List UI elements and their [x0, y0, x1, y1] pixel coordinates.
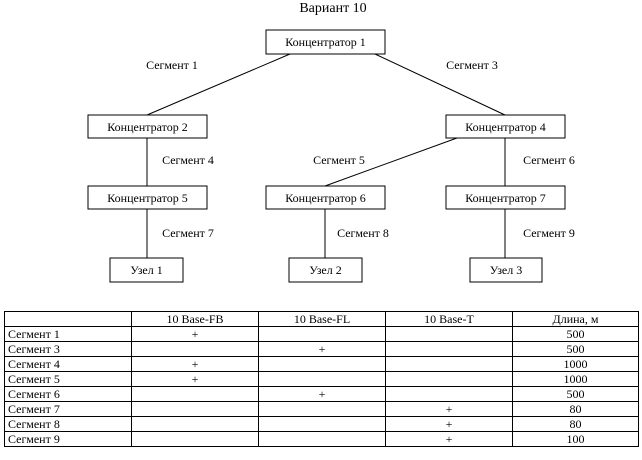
node-3: Узел 3: [469, 257, 543, 283]
table-row: Сегмент 3 + 500: [4, 341, 639, 357]
edge-hub1-hub4: [374, 53, 506, 116]
segment-name-cell: Сегмент 8: [4, 416, 132, 432]
hub-2-label: Концентратор 2: [107, 120, 188, 134]
table-row: Сегмент 8 + 80: [4, 416, 639, 432]
table-header-row: 10 Base-FB 10 Base-FL 10 Base-T Длина, м: [4, 311, 639, 327]
segment-label-4: Сегмент 4: [162, 153, 214, 167]
segment-name-cell: Сегмент 1: [4, 326, 132, 342]
node-2: Узел 2: [288, 257, 363, 283]
table-cell: [258, 326, 386, 342]
edge-hub4-hub6: [324, 137, 458, 187]
segment-label-8: Сегмент 8: [337, 226, 389, 240]
table-cell: [258, 371, 386, 387]
table-cell: +: [131, 371, 259, 387]
length-cell: 1000: [512, 356, 639, 372]
table-cell: [385, 341, 513, 357]
table-row: Сегмент 5 + 1000: [4, 371, 639, 387]
diagram-title: Вариант 10: [299, 1, 366, 16]
segment-name-cell: Сегмент 7: [4, 401, 132, 417]
hub-7: Концентратор 7: [445, 185, 566, 210]
node-2-label: Узел 2: [309, 263, 342, 277]
hub-7-label: Концентратор 7: [465, 191, 546, 205]
length-cell: 80: [512, 401, 639, 417]
table-cell: +: [258, 386, 386, 402]
segment-label-5: Сегмент 5: [313, 153, 365, 167]
table-cell: [385, 386, 513, 402]
segment-name-cell: Сегмент 9: [4, 431, 132, 447]
segment-name-cell: Сегмент 5: [4, 371, 132, 387]
table-cell: +: [258, 341, 386, 357]
node-1: Узел 1: [109, 257, 184, 283]
segment-label-6: Сегмент 6: [523, 153, 575, 167]
hub-4-label: Концентратор 4: [465, 120, 546, 134]
network-diagram: Вариант 10 Сегмент 1 Сегмент 3 Сегмент 4…: [87, 1, 575, 283]
table-cell: [258, 416, 386, 432]
table-header-cell: Длина, м: [512, 311, 639, 327]
segment-spec-table: 10 Base-FB 10 Base-FL 10 Base-T Длина, м…: [4, 311, 639, 447]
length-cell: 100: [512, 431, 639, 447]
edge-hub1-hub2: [146, 53, 291, 116]
table-cell: [131, 431, 259, 447]
hub-1-label: Концентратор 1: [285, 35, 366, 49]
length-cell: 500: [512, 341, 639, 357]
table-cell: [258, 356, 386, 372]
hub-6: Концентратор 6: [265, 185, 386, 210]
length-cell: 500: [512, 386, 639, 402]
table-cell: +: [385, 431, 513, 447]
table-cell: [385, 356, 513, 372]
hub-5-label: Концентратор 5: [107, 191, 188, 205]
segment-label-3: Сегмент 3: [446, 58, 498, 72]
table-row: Сегмент 6 + 500: [4, 386, 639, 402]
length-cell: 1000: [512, 371, 639, 387]
table-cell: +: [131, 356, 259, 372]
length-cell: 80: [512, 416, 639, 432]
segment-name-cell: Сегмент 4: [4, 356, 132, 372]
hub-6-label: Концентратор 6: [285, 191, 366, 205]
table-cell: [131, 416, 259, 432]
table-cell: [385, 371, 513, 387]
table-cell: [385, 326, 513, 342]
table-cell: +: [385, 401, 513, 417]
table-cell: +: [131, 326, 259, 342]
table-row: Сегмент 7 + 80: [4, 401, 639, 417]
length-cell: 500: [512, 326, 639, 342]
segment-name-cell: Сегмент 6: [4, 386, 132, 402]
table-header-cell: [4, 311, 132, 327]
table-header-cell: 10 Base-FB: [131, 311, 259, 327]
table-cell: [131, 341, 259, 357]
segment-name-cell: Сегмент 3: [4, 341, 132, 357]
hub-4: Концентратор 4: [445, 114, 566, 139]
hub-2: Концентратор 2: [87, 114, 208, 139]
table-cell: [131, 401, 259, 417]
table-header-cell: 10 Base-T: [385, 311, 513, 327]
hub-5: Концентратор 5: [87, 185, 208, 210]
segment-label-1: Сегмент 1: [146, 58, 198, 72]
table-row: Сегмент 9 + 100: [4, 431, 639, 447]
table-row: Сегмент 4 + 1000: [4, 356, 639, 372]
table-cell: +: [385, 416, 513, 432]
table-row: Сегмент 1 + 500: [4, 326, 639, 342]
table-cell: [131, 386, 259, 402]
table-header-cell: 10 Base-FL: [258, 311, 386, 327]
table-cell: [258, 431, 386, 447]
table-cell: [258, 401, 386, 417]
node-1-label: Узел 1: [130, 263, 163, 277]
segment-label-7: Сегмент 7: [162, 226, 214, 240]
node-3-label: Узел 3: [490, 263, 523, 277]
segment-label-9: Сегмент 9: [523, 226, 575, 240]
hub-1: Концентратор 1: [265, 29, 386, 55]
